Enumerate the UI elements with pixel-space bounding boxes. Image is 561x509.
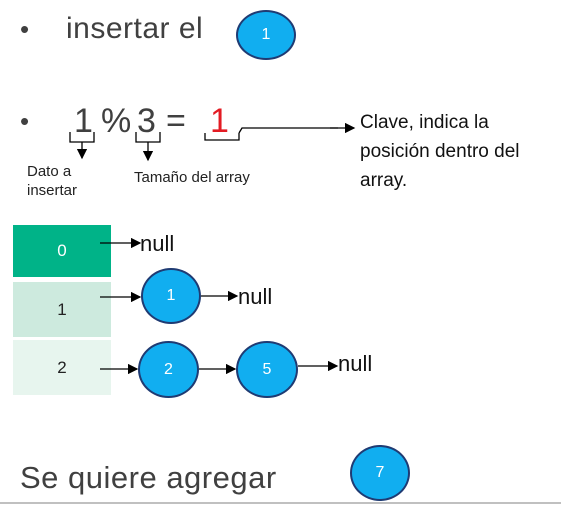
result-bracket: [204, 127, 338, 141]
null-row-2: null: [338, 351, 373, 376]
formula-result: 1: [210, 102, 229, 140]
dividend-brace: [69, 132, 95, 158]
dividend-label: Dato a insertar: [27, 162, 77, 200]
formula-dividend: 1: [74, 102, 93, 140]
result-desc-line3: array.: [360, 170, 408, 191]
formula-equals: =: [166, 102, 186, 140]
table-cell-1: 1: [13, 282, 111, 337]
node-row1-1: 1: [141, 268, 201, 324]
dividend-label-line1: Dato a: [27, 163, 72, 180]
bullet-1: •: [20, 14, 30, 44]
formula-operator: %: [101, 102, 132, 140]
bullet-2: •: [20, 106, 30, 136]
divisor-brace: [135, 132, 161, 160]
result-description: Clave, indica la posición dentro del arr…: [360, 108, 520, 195]
null-row-0: null: [140, 231, 175, 256]
result-desc-line1: Clave, indica la: [360, 112, 489, 133]
node-row2-2: 2: [138, 341, 199, 398]
dividend-label-line2: insertar: [27, 182, 78, 199]
node-to-add: 7: [350, 445, 410, 501]
divisor-label: Tamaño del array: [134, 169, 250, 186]
null-row-1: null: [238, 284, 273, 309]
node-to-insert: 1: [236, 10, 296, 60]
table-cell-2: 2: [13, 340, 111, 395]
node-row2-5: 5: [236, 341, 298, 398]
table-cell-0: 0: [13, 225, 111, 277]
insert-label: insertar el: [66, 12, 204, 45]
result-desc-line2: posición dentro del: [360, 141, 520, 162]
formula-divisor: 3: [137, 102, 156, 140]
bottom-text: Se quiere agregar: [20, 460, 277, 495]
